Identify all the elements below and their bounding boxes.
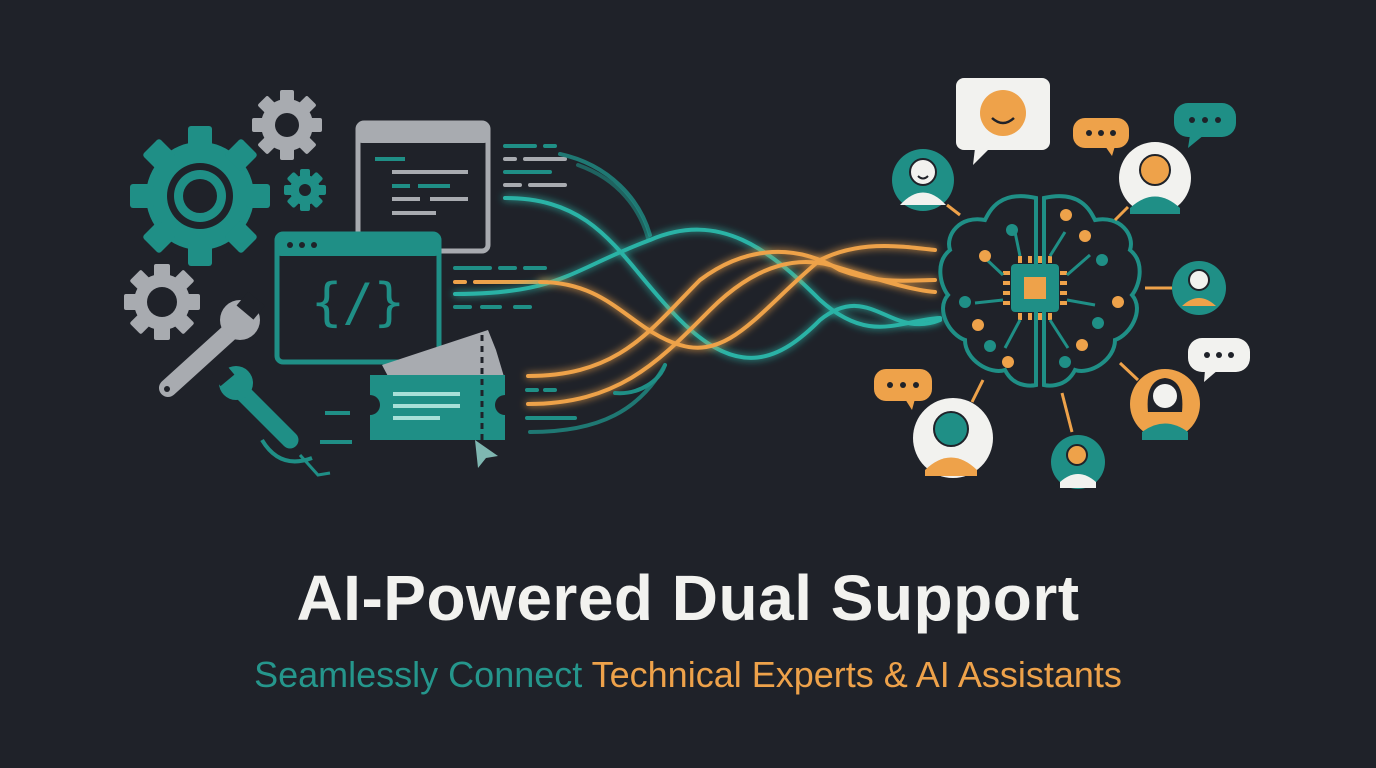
subtitle: Seamlessly Connect Technical Experts & A… xyxy=(0,650,1376,700)
user-avatar-icon xyxy=(1172,261,1226,315)
chat-bubble-icon xyxy=(956,78,1050,165)
gear-icon xyxy=(124,264,200,340)
connector-lines xyxy=(946,203,1172,433)
large-gear-icon xyxy=(130,126,270,266)
chat-bubble-icon xyxy=(1188,338,1250,382)
user-avatar-icon xyxy=(913,398,993,478)
subtitle-part-2: Technical Experts & AI Assistants xyxy=(591,654,1122,695)
flowing-connection-lines xyxy=(453,152,942,434)
subtitle-part-1: Seamlessly Connect xyxy=(254,654,583,695)
cursor-icon xyxy=(475,440,498,468)
chat-bubble-icon xyxy=(874,369,932,410)
user-avatar-icon xyxy=(1051,435,1105,489)
user-avatar-icon xyxy=(892,149,954,211)
ticket-icon xyxy=(370,330,505,440)
gear-icon xyxy=(252,90,322,160)
ai-brain-chip-icon xyxy=(938,194,1142,388)
page-title: AI-Powered Dual Support xyxy=(296,562,1080,634)
code-glyph: {/} xyxy=(311,273,405,333)
chat-bubble-icon xyxy=(1073,118,1129,156)
tiny-gear-icon xyxy=(284,169,326,211)
chat-bubble-icon xyxy=(1174,103,1236,148)
user-avatar-icon xyxy=(1119,142,1191,214)
wrench-icon xyxy=(159,291,265,397)
wrench-icon xyxy=(211,363,352,477)
code-window-icon: {/} xyxy=(274,231,442,365)
hero-illustration: {/} xyxy=(124,78,1250,489)
data-stream-dashes xyxy=(453,144,577,420)
user-avatar-icon xyxy=(1130,369,1200,440)
